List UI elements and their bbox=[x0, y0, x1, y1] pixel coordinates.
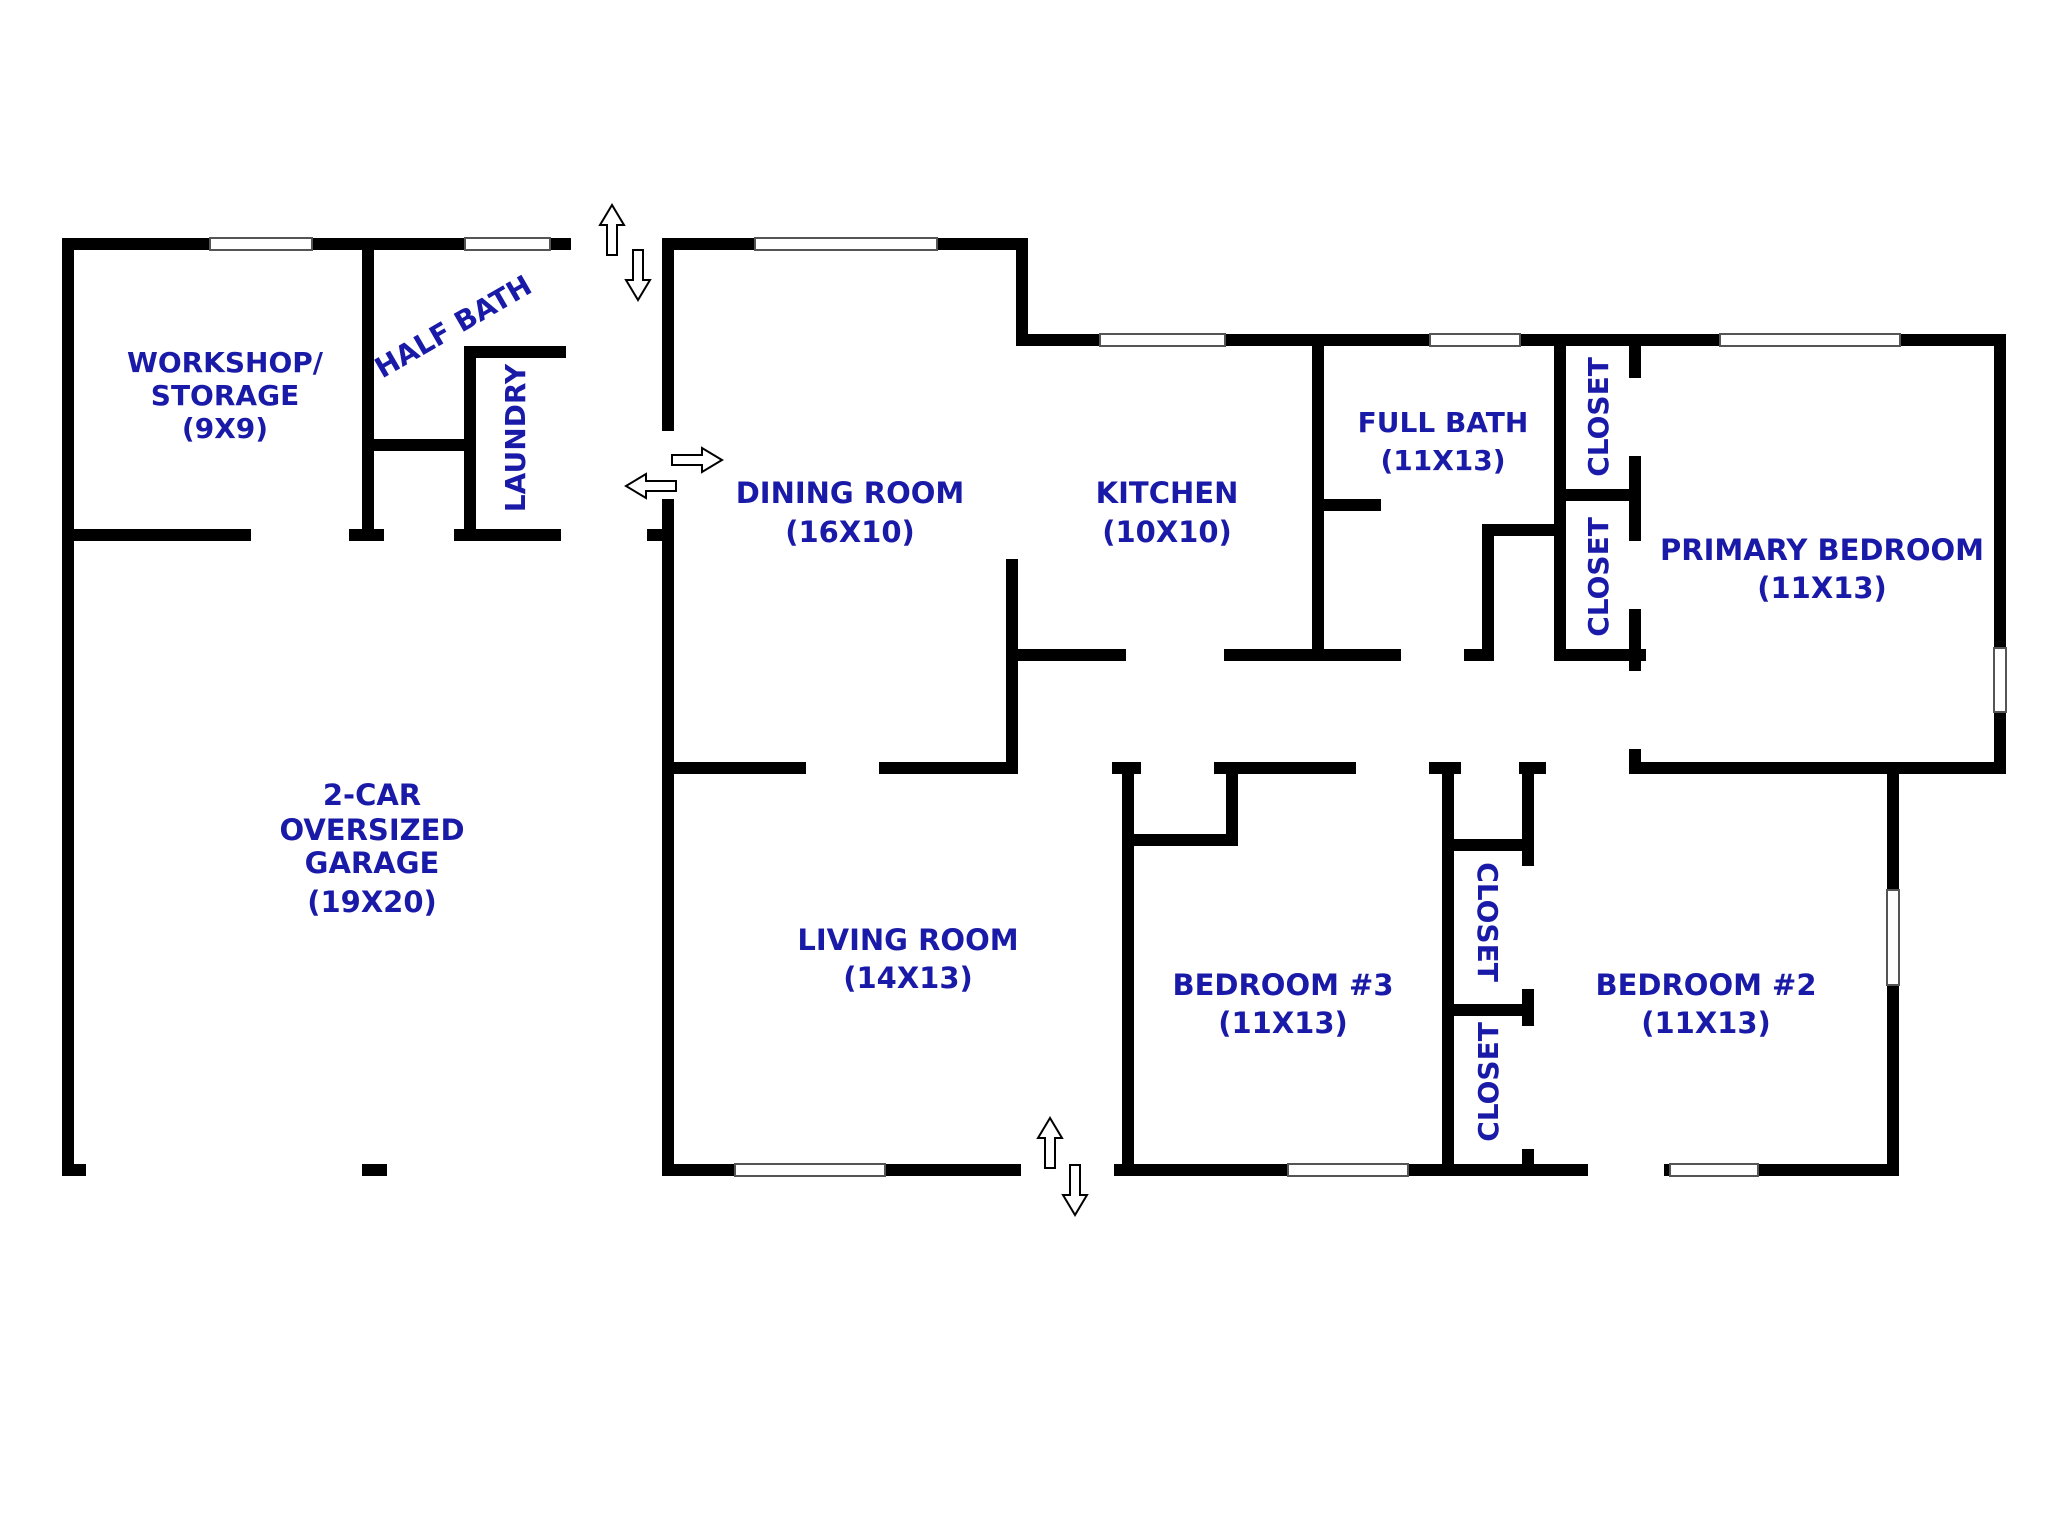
workshop-dims: (9X9) bbox=[182, 412, 268, 445]
window bbox=[209, 237, 313, 251]
closet-label: CLOSET bbox=[1582, 517, 1615, 637]
garage-label: 2-CAR bbox=[323, 778, 421, 812]
bedroom-2-label: BEDROOM #2 bbox=[1595, 968, 1816, 1002]
closet-label: CLOSET bbox=[1582, 357, 1615, 477]
door-arrow-icon bbox=[1036, 1116, 1064, 1169]
bedroom-3-label: BEDROOM #3 bbox=[1172, 968, 1393, 1002]
dining-label: DINING ROOM bbox=[736, 476, 965, 510]
kitchen-dims: (10X10) bbox=[1102, 515, 1232, 549]
bedroom-2-dims: (11X13) bbox=[1641, 1006, 1771, 1040]
living-room-label: LIVING ROOM bbox=[797, 923, 1018, 957]
workshop-label: WORKSHOP/ bbox=[127, 346, 324, 379]
window bbox=[1719, 333, 1901, 347]
window bbox=[1669, 1163, 1759, 1177]
window bbox=[1886, 889, 1900, 986]
room-labels: WORKSHOP/ STORAGE (9X9) HALF BATH LAUNDR… bbox=[127, 269, 1984, 1142]
primary-bedroom-dims: (11X13) bbox=[1757, 571, 1887, 605]
garage-label: GARAGE bbox=[305, 846, 440, 880]
window bbox=[1099, 333, 1226, 347]
full-bath-dims: (11X13) bbox=[1380, 444, 1505, 477]
walls bbox=[62, 238, 2006, 1176]
window bbox=[1993, 647, 2007, 713]
primary-bedroom-label: PRIMARY BEDROOM bbox=[1660, 533, 1984, 567]
window bbox=[754, 237, 938, 251]
door-arrows bbox=[598, 203, 1089, 1217]
windows bbox=[209, 237, 2007, 1177]
garage-label: OVERSIZED bbox=[279, 813, 464, 847]
closet-label: CLOSET bbox=[1471, 862, 1504, 982]
door-arrow-icon bbox=[624, 249, 652, 302]
garage-dims: (19X20) bbox=[307, 885, 437, 919]
dining-dims: (16X10) bbox=[785, 515, 915, 549]
window bbox=[734, 1163, 886, 1177]
door-arrow-icon bbox=[598, 203, 626, 256]
workshop-label: STORAGE bbox=[151, 379, 299, 412]
window bbox=[464, 237, 551, 251]
window bbox=[1287, 1163, 1409, 1177]
door-arrow-icon bbox=[624, 472, 677, 500]
laundry-label: LAUNDRY bbox=[499, 363, 532, 512]
kitchen-label: KITCHEN bbox=[1096, 476, 1239, 510]
living-room-dims: (14X13) bbox=[843, 961, 973, 995]
door-arrow-icon bbox=[671, 446, 724, 474]
full-bath-label: FULL BATH bbox=[1358, 406, 1529, 439]
closet-label: CLOSET bbox=[1472, 1022, 1505, 1142]
door-arrow-icon bbox=[1061, 1164, 1089, 1217]
window bbox=[1429, 333, 1521, 347]
bedroom-3-dims: (11X13) bbox=[1218, 1006, 1348, 1040]
